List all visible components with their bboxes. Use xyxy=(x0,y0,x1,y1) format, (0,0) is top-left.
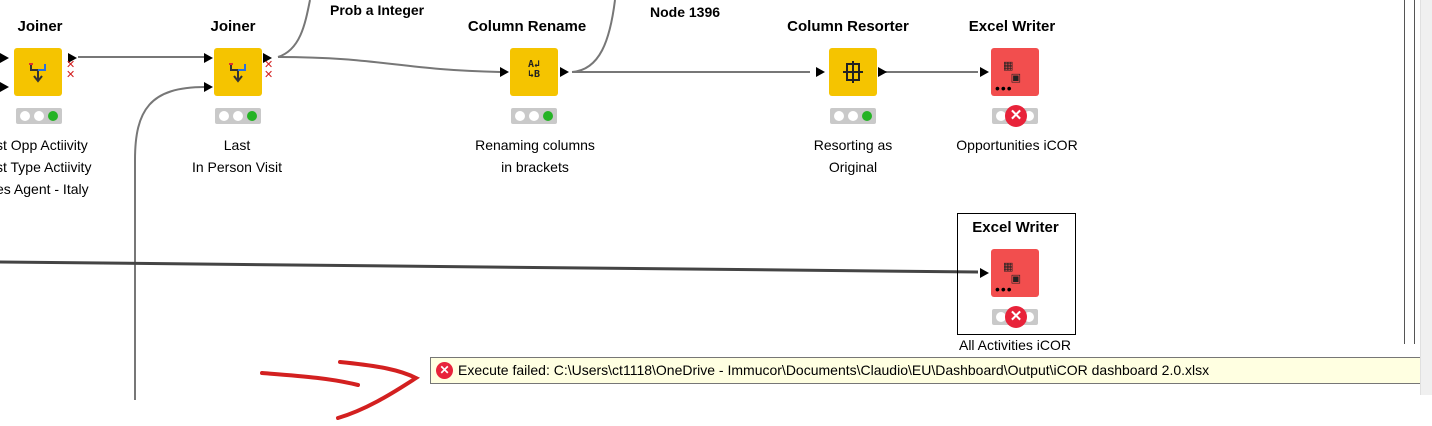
node-annotation: Renaming columns in brackets xyxy=(475,137,595,175)
error-icon: ✕ xyxy=(1005,306,1027,328)
port-x-icon: ✕✕ xyxy=(66,59,76,81)
input-port[interactable] xyxy=(816,67,825,77)
node-annotation-prob: Prob a Integer xyxy=(330,2,425,18)
annotation-arrow-icon xyxy=(260,371,360,387)
node-annotation: st Opp Actiivity st Type Actiivity es Ag… xyxy=(0,137,92,197)
node-title-column-resorter: Column Resorter xyxy=(787,18,909,35)
node-title-excel-writer-1: Excel Writer xyxy=(968,18,1056,35)
input-port[interactable] xyxy=(204,82,213,92)
output-port[interactable] xyxy=(878,67,887,77)
column-rename-node[interactable]: A↲↳B xyxy=(510,48,558,96)
node-annotation: All Activities iCOR xyxy=(958,337,1072,353)
node-title-joiner-2: Joiner xyxy=(210,18,256,35)
node-annotation: Last In Person Visit xyxy=(191,137,282,175)
status-light-error: ✕ xyxy=(992,306,1038,328)
excel-writer-node-1[interactable]: ▦ ▣ ••• xyxy=(991,48,1039,96)
input-port[interactable] xyxy=(980,67,989,77)
status-light xyxy=(16,108,62,124)
column-resorter-node[interactable] xyxy=(829,48,877,96)
input-port[interactable] xyxy=(980,268,989,278)
node-annotation: Opportunities iCOR xyxy=(956,137,1078,153)
input-port[interactable] xyxy=(500,67,509,77)
joiner-icon xyxy=(29,63,46,83)
input-port[interactable] xyxy=(0,53,9,63)
status-light xyxy=(830,108,876,124)
wire-long-to-excel2 xyxy=(0,260,979,274)
output-port[interactable] xyxy=(560,67,569,77)
error-icon: ✕ xyxy=(436,362,453,379)
excel-writer-node-2[interactable]: ▦ ▣ ••• xyxy=(991,249,1039,297)
node-title-joiner-1: Joiner xyxy=(17,18,63,35)
output-port[interactable] xyxy=(263,53,272,63)
status-light-error: ✕ xyxy=(992,105,1038,127)
error-tooltip: ✕ Execute failed: C:\Users\ct1118\OneDriv… xyxy=(430,357,1428,384)
input-port[interactable] xyxy=(0,82,9,92)
excel-writer-icon: ▦ ▣ xyxy=(1003,59,1022,84)
input-port[interactable] xyxy=(204,53,213,63)
joiner-node-1[interactable] xyxy=(14,48,62,96)
node-title-excel-writer-2: Excel Writer xyxy=(972,219,1059,236)
output-port[interactable] xyxy=(68,53,77,63)
selection-box xyxy=(957,213,1076,335)
status-light xyxy=(511,108,557,124)
vertical-scrollbar[interactable] xyxy=(1404,0,1415,344)
wire-joiner2-rename xyxy=(277,56,501,73)
column-rename-icon: A↲↳B xyxy=(527,59,541,80)
column-resorter-icon xyxy=(843,61,863,83)
node-title-column-rename: Column Rename xyxy=(467,18,587,35)
wire-rename-up xyxy=(571,0,616,73)
wire-joiner2-up xyxy=(277,0,311,58)
error-icon: ✕ xyxy=(1005,105,1027,127)
node-annotation-1396: Node 1396 xyxy=(650,4,721,20)
port-x-icon: ✕✕ xyxy=(264,59,274,81)
scrollbar-track[interactable] xyxy=(1420,0,1432,395)
status-light xyxy=(215,108,261,124)
joiner-icon xyxy=(229,63,246,83)
tooltip-text: Execute failed: C:\Users\ct1118\OneDrive… xyxy=(458,362,1210,378)
node-annotation: Resorting as Original xyxy=(813,137,893,175)
excel-writer-icon: ▦ ▣ xyxy=(1003,260,1022,285)
joiner-node-2[interactable] xyxy=(214,48,262,96)
wire-down-joiner2 xyxy=(134,86,206,400)
dialog-dots: ••• xyxy=(995,281,1013,297)
dialog-dots: ••• xyxy=(995,80,1013,96)
